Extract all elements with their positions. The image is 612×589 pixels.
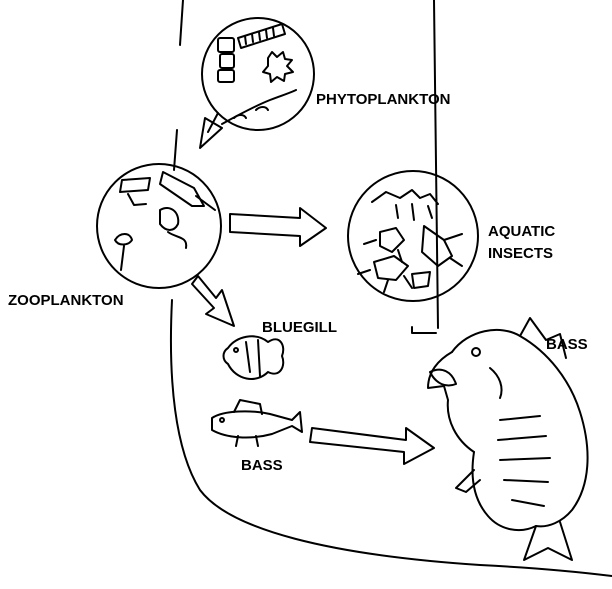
arrow-zoo-to-insects [230, 208, 326, 246]
arrow-zoo-to-bluegill [192, 276, 234, 326]
pond-outline-line [171, 0, 612, 576]
water-level-tick [412, 327, 436, 333]
arrow-phyto-to-zoo [200, 113, 222, 148]
small-bass-label: BASS [241, 457, 283, 475]
aquatic-insects-circle-icon [348, 171, 478, 301]
zooplankton-circle-icon [97, 164, 221, 288]
aquatic-insects-label-line2: INSECTS [488, 245, 553, 263]
bluegill-fish-icon [224, 336, 284, 379]
phytoplankton-label: PHYTOPLANKTON [316, 91, 450, 109]
aquatic-insects-label-line1: AQUATIC [488, 223, 555, 241]
large-bass-label: BASS [546, 336, 588, 354]
small-bass-fish-icon [212, 400, 302, 446]
large-bass-fish-icon [428, 318, 588, 560]
water-level-line [434, 0, 438, 328]
zooplankton-label: ZOOPLANKTON [8, 292, 124, 310]
arrow-smallbass-to-bigbass [310, 428, 434, 464]
bluegill-label: BLUEGILL [262, 319, 337, 337]
